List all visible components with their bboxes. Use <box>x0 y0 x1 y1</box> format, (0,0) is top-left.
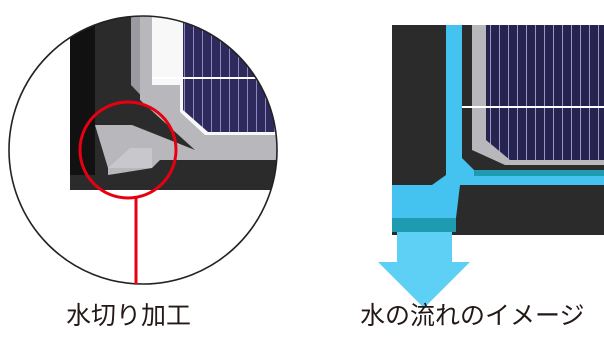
solar-cells-right <box>486 25 604 160</box>
highlight-marker <box>78 100 178 284</box>
drainage-notch <box>108 148 152 168</box>
highlight-circle <box>78 100 178 200</box>
down-arrow-icon <box>378 232 470 308</box>
magnifier-ring <box>8 15 278 285</box>
water-edge <box>392 218 456 232</box>
magnifier-circle <box>8 15 278 285</box>
caption-water-drain-process: 水切り加工 <box>66 301 192 330</box>
solar-cells <box>180 16 277 132</box>
caption-water-flow-image: 水の流れのイメージ <box>360 301 585 330</box>
water-flow-diagram <box>378 25 604 308</box>
